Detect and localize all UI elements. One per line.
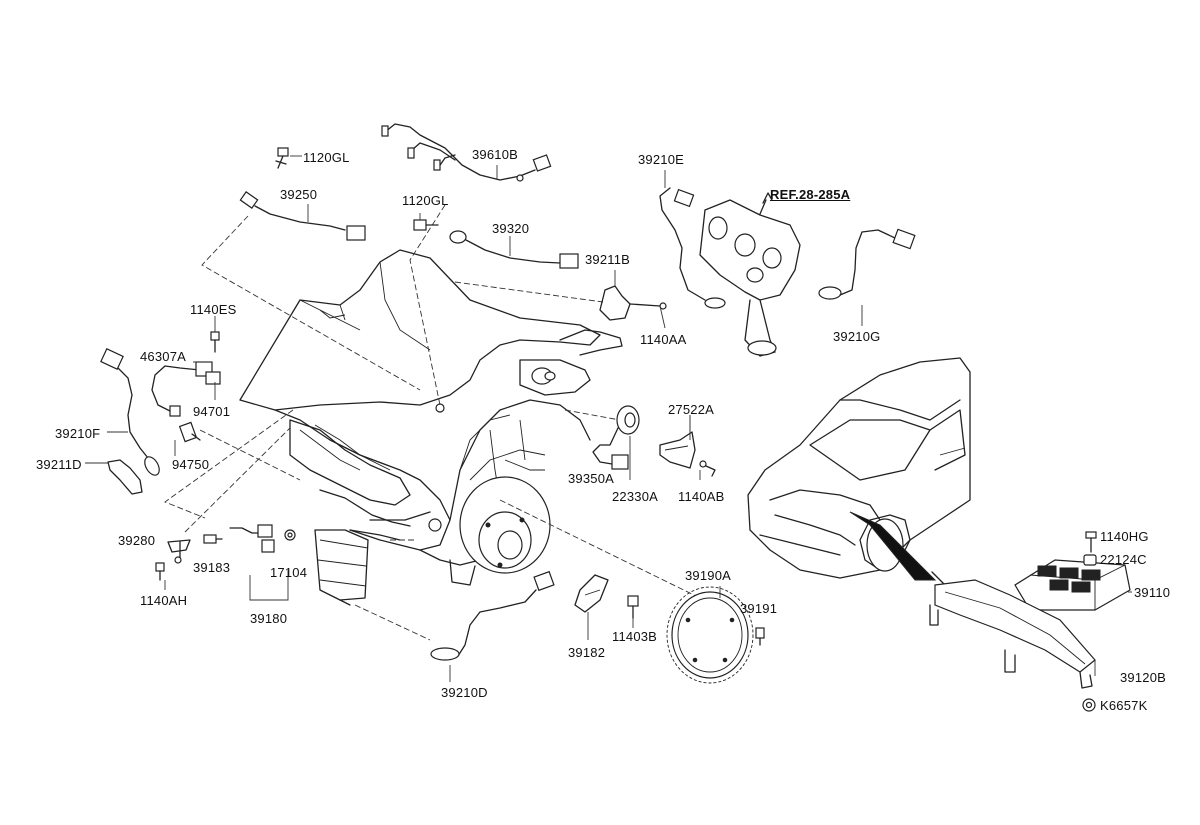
nut-K6657K (1082, 698, 1096, 712)
label-39120B: 39120B (1120, 670, 1167, 685)
sensor-39320 (449, 230, 579, 269)
ecu-39110 (1014, 559, 1132, 611)
wire-harness-39610B (381, 123, 552, 182)
sensor-46307A (151, 361, 221, 417)
sensor-39210G (818, 228, 916, 326)
gasket-17104 (284, 529, 296, 541)
sensor-39180 (229, 524, 289, 601)
bolt-1140ES (210, 316, 220, 353)
label-1140ES: 1140ES (190, 302, 237, 317)
sensor-39211D (85, 459, 143, 495)
label-1140AA: 1140AA (640, 332, 687, 347)
label-39350A: 39350A (568, 471, 615, 486)
dashed-leaders (164, 204, 701, 641)
label-39210G: 39210G (833, 329, 881, 344)
exhaust-manifold-ref (699, 192, 801, 357)
vehicle-illustration (747, 357, 971, 586)
label-39210D: 39210D (441, 685, 488, 700)
label-46307A: 46307A (140, 349, 187, 364)
label-39280: 39280 (118, 533, 156, 548)
label-39210E: 39210E (638, 152, 685, 167)
label-22330A: 22330A (612, 489, 659, 504)
label-39211B: 39211B (585, 252, 631, 267)
label-39210F: 39210F (55, 426, 101, 441)
label-1140AH: 1140AH (140, 593, 188, 608)
tone-wheel-39190A (666, 586, 754, 684)
sensor-39210F (100, 348, 160, 476)
sensor-39210D (430, 570, 555, 682)
sensor-39211B (599, 270, 667, 329)
bolt-1120GL-mid (413, 213, 439, 231)
label-39180: 39180 (250, 611, 288, 626)
nut-22124C (1083, 554, 1097, 566)
bolt-1140AB (699, 460, 716, 480)
bolt-39191 (755, 627, 765, 646)
sensor-39210E (659, 170, 726, 309)
sensor-94750 (178, 421, 201, 443)
label-94750: 94750 (172, 457, 210, 472)
label-39183: 39183 (193, 560, 231, 575)
label-39610B: 39610B (472, 147, 519, 162)
label-39182: 39182 (568, 645, 606, 660)
sensor-39250 (239, 191, 366, 241)
label-39190A: 39190A (685, 568, 732, 583)
bolt-11403B (627, 595, 639, 628)
label-39211D: 39211D (36, 457, 82, 472)
label-94701: 94701 (193, 404, 231, 419)
label-1120GL-top: 1120GL (303, 150, 350, 165)
label-39250: 39250 (280, 187, 318, 202)
sensor-39182 (574, 574, 609, 640)
label-1140HG: 1140HG (1100, 529, 1149, 544)
label-1140AB: 1140AB (678, 489, 725, 504)
label-27522A: 27522A (668, 402, 715, 417)
engine-assembly (239, 249, 623, 606)
bolt-1140HG (1085, 531, 1097, 553)
label-11403B: 11403B (612, 629, 658, 644)
label-22124C: 22124C (1100, 552, 1147, 567)
label-39191: 39191 (740, 601, 778, 616)
bolt-1120GL-top (275, 147, 302, 169)
label-leaders (174, 382, 691, 456)
bolt-1140AH (155, 562, 166, 590)
label-K6657K: K6657K (1100, 698, 1148, 713)
label-39320: 39320 (492, 221, 530, 236)
bracket-39120B (929, 579, 1096, 689)
label-17104: 17104 (270, 565, 308, 580)
sensor-39183 (203, 534, 223, 544)
label-1120GL-mid: 1120GL (402, 193, 449, 208)
sensor-39280 (167, 539, 191, 564)
sensor-22330A (592, 405, 640, 480)
label-ref-28-285A: REF.28-285A (770, 187, 851, 202)
label-39110: 39110 (1134, 585, 1171, 600)
